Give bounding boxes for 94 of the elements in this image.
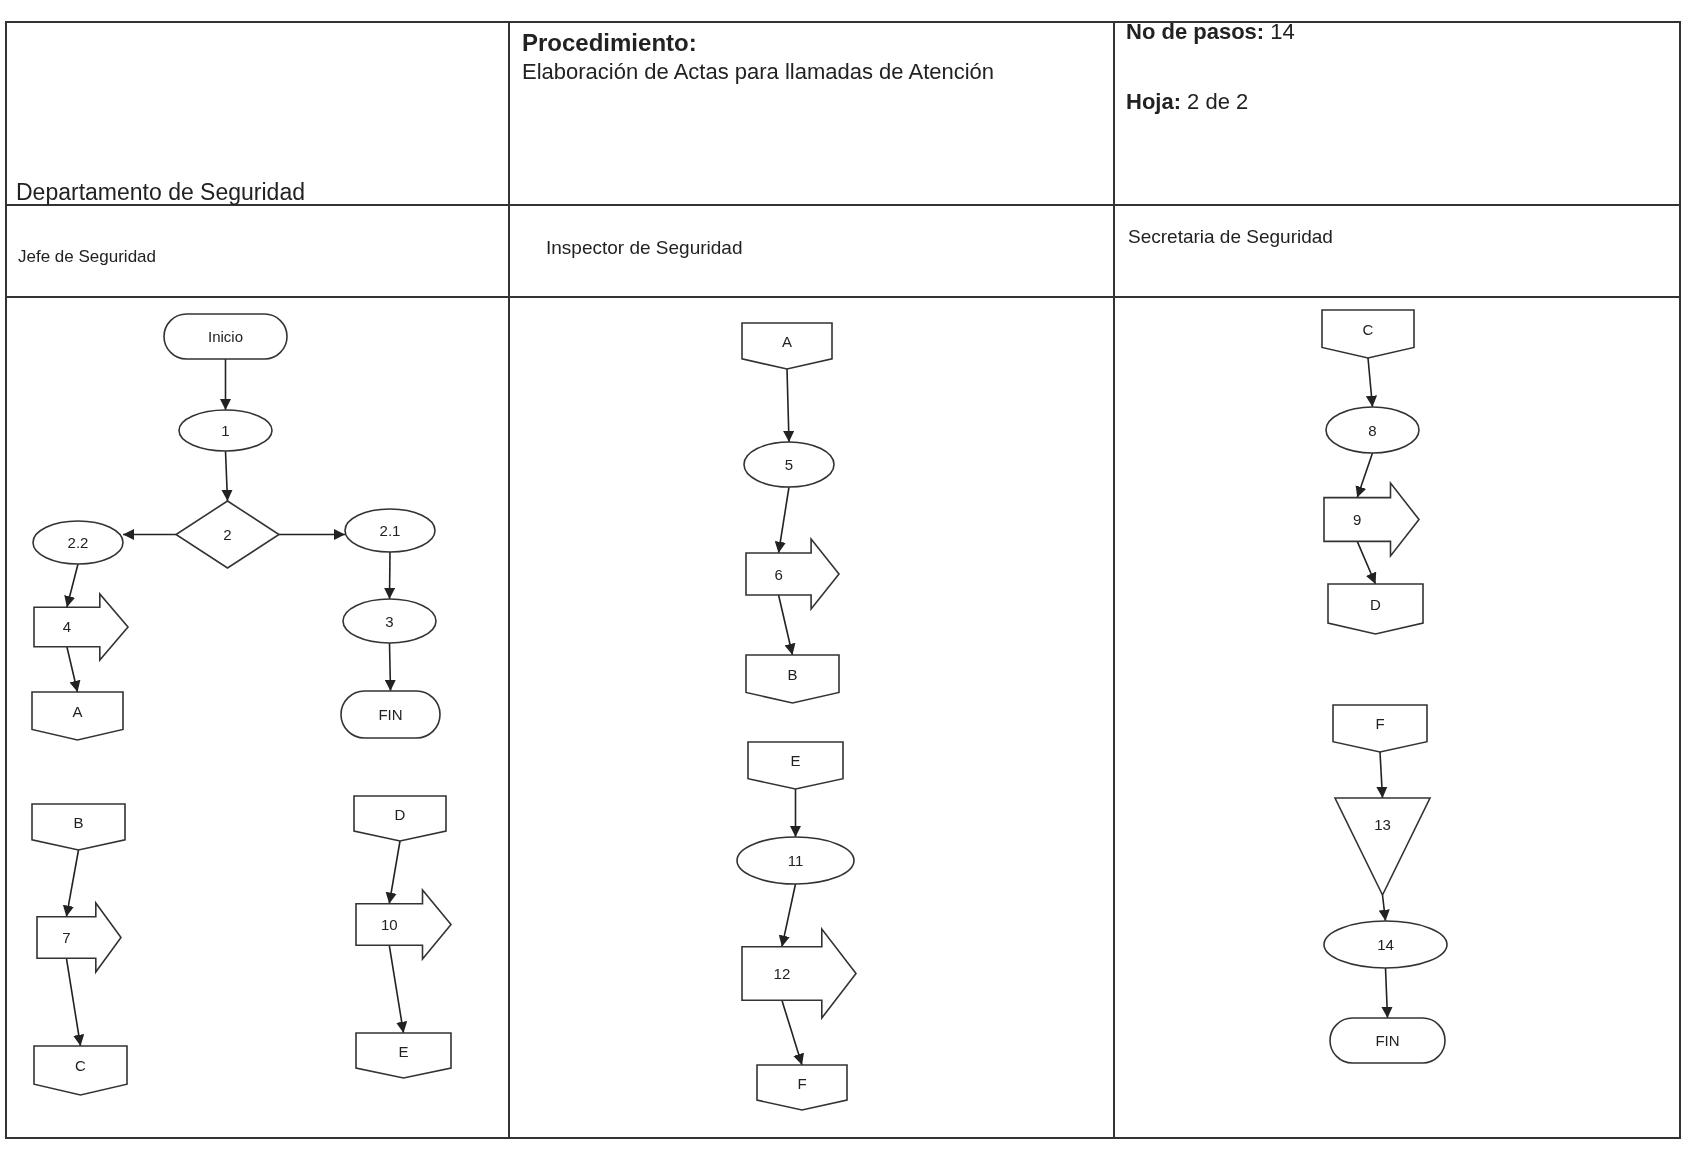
step-number: 1 — [221, 422, 230, 439]
flow-arrow — [62, 849, 80, 918]
step-number: C — [75, 1057, 86, 1075]
flow-arrow — [384, 551, 396, 600]
offpage-connector — [354, 796, 446, 841]
flow-arrow — [1376, 751, 1388, 799]
step-number: 2.2 — [67, 534, 89, 551]
step-number: 11 — [787, 852, 804, 869]
step-number: 2.1 — [379, 522, 401, 539]
offpage-connector — [757, 1065, 847, 1110]
step-number: 12 — [773, 965, 791, 982]
flow-arrow — [122, 528, 177, 541]
transport-arrow-shape — [742, 929, 856, 1018]
flow-arrow — [1378, 894, 1390, 922]
step-number: 9 — [1353, 511, 1362, 528]
step-number: E — [790, 752, 801, 770]
sheet-number: Hoja: 2 de 2 — [1126, 88, 1250, 116]
flow-arrow — [64, 563, 79, 608]
step-number: 8 — [1368, 421, 1377, 439]
flow-arrow — [384, 642, 396, 692]
step-number: 5 — [784, 456, 794, 473]
lane-title: Jefe de Seguridad — [18, 246, 157, 268]
flow-arrow — [1355, 452, 1374, 499]
step-number: C — [1362, 320, 1374, 338]
offpage-connector — [34, 1046, 127, 1095]
flow-arrow — [388, 944, 408, 1034]
step-number: Inicio — [208, 328, 243, 345]
step-number: A — [72, 702, 83, 720]
terminator-shape — [1330, 1018, 1445, 1063]
step-number: F — [1375, 715, 1385, 733]
process-oval — [343, 599, 436, 643]
flow-arrow — [219, 358, 232, 411]
transport-arrow-shape — [34, 594, 128, 660]
step-number: F — [797, 1074, 807, 1092]
offpage-connector — [32, 692, 123, 740]
offpage-connector — [356, 1033, 451, 1078]
transport-arrow-shape — [746, 539, 839, 609]
step-count: No de pasos: 14 — [1126, 18, 1296, 46]
archive-triangle — [1335, 798, 1430, 895]
step-number: B — [787, 665, 798, 683]
terminator-shape — [164, 314, 287, 359]
step-number: 10 — [380, 916, 398, 933]
flow-arrow — [1356, 540, 1377, 585]
flow-arrow — [1381, 967, 1393, 1019]
offpage-connector — [748, 742, 843, 789]
step-number: D — [394, 805, 406, 823]
step-number: 2 — [223, 526, 232, 543]
step-number: 3 — [385, 612, 394, 630]
flow-arrow — [278, 528, 346, 541]
process-oval — [1326, 407, 1419, 453]
step-number: E — [398, 1042, 409, 1060]
lane-title: Inspector de Seguridad — [546, 236, 744, 260]
transport-arrow-shape — [356, 890, 451, 959]
process-oval — [744, 442, 834, 487]
offpage-connector — [1333, 705, 1427, 752]
step-number: 4 — [62, 618, 72, 636]
flow-arrow — [781, 999, 805, 1066]
step-number: 6 — [774, 565, 783, 583]
flow-arrow — [385, 840, 401, 905]
process-oval — [737, 837, 854, 884]
step-number: A — [782, 332, 792, 350]
decision-diamond — [176, 501, 279, 568]
offpage-connector — [742, 323, 832, 369]
procedure-name: Elaboración de Actas para llamadas de Atención — [522, 58, 996, 86]
flow-arrow — [221, 450, 233, 502]
flow-arrow — [66, 646, 81, 693]
step-number: B — [73, 813, 84, 831]
offpage-connector — [1322, 310, 1414, 358]
flow-arrow — [65, 957, 85, 1047]
step-number: FIN — [1375, 1032, 1400, 1049]
offpage-connector — [746, 655, 839, 703]
flow-arrow — [789, 788, 802, 838]
flow-arrow — [783, 368, 795, 443]
lane-title: Secretaria de Seguridad — [1128, 225, 1334, 249]
offpage-connector — [32, 804, 125, 850]
department-name: Departamento de Seguridad — [16, 178, 306, 207]
flow-arrow — [774, 486, 790, 554]
process-oval — [33, 521, 123, 564]
process-oval — [1324, 921, 1447, 968]
transport-arrow-shape — [37, 903, 121, 972]
offpage-connector — [1328, 584, 1423, 634]
step-number: 13 — [1374, 816, 1391, 834]
transport-arrow-shape — [1324, 483, 1419, 556]
procedure-heading: Procedimiento: — [522, 28, 698, 58]
flow-arrow — [778, 883, 797, 948]
step-number: FIN — [378, 706, 403, 723]
flow-arrow — [777, 594, 796, 656]
process-oval — [345, 509, 435, 552]
step-number: D — [1370, 595, 1381, 613]
step-number: 14 — [1377, 936, 1394, 953]
terminator-shape — [341, 691, 440, 738]
process-oval — [179, 410, 272, 451]
step-number: 7 — [62, 929, 71, 946]
flow-arrow — [1365, 357, 1378, 408]
